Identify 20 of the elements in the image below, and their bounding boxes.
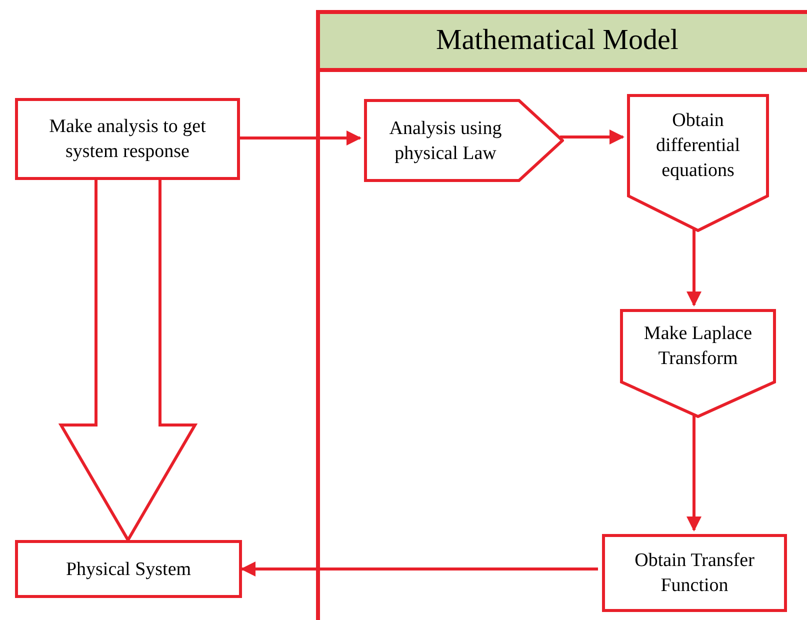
panel-title: Mathematical Model bbox=[436, 23, 678, 58]
arrow bbox=[686, 414, 702, 532]
swimlane-panel bbox=[316, 10, 807, 620]
node-label: Obtain Transfer Function bbox=[634, 549, 756, 598]
process-box bbox=[15, 98, 240, 180]
node-label: Make Laplace Transform bbox=[642, 322, 754, 370]
arrow bbox=[686, 228, 702, 306]
block-arrow bbox=[58, 178, 198, 543]
pentagon-box bbox=[627, 94, 769, 232]
node-label: Physical System bbox=[66, 558, 192, 582]
process-box bbox=[602, 534, 787, 612]
node-label: Analysis using physical Law bbox=[388, 116, 503, 166]
pentagon-box bbox=[364, 99, 564, 182]
process-box bbox=[15, 540, 242, 598]
pentagon-box bbox=[620, 309, 776, 418]
arrow bbox=[240, 130, 362, 146]
node-label: Obtain differential equations bbox=[654, 108, 742, 182]
arrow bbox=[240, 562, 598, 576]
arrow bbox=[560, 130, 624, 144]
node-label: Make analysis to get system response bbox=[48, 115, 207, 164]
